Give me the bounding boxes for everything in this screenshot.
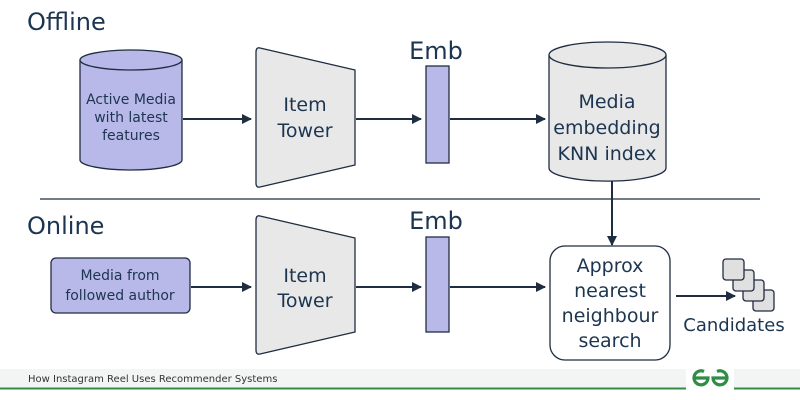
emb-label: Emb — [409, 37, 463, 65]
embedding-block — [425, 236, 450, 333]
followed-author-box: Media from followed author — [50, 257, 191, 314]
ann-search-box: Approx nearest neighbour search — [549, 245, 671, 361]
index-line: KNN index — [558, 143, 657, 165]
offline-title: Offline — [27, 8, 106, 36]
tower-label: Item — [283, 94, 326, 116]
search-line: neighbour — [562, 305, 659, 327]
active-media-cylinder: Active Media with latest features — [79, 49, 183, 171]
tower-label: Item — [283, 265, 326, 287]
item-tower-offline: Item Tower — [255, 47, 356, 188]
source-line: with latest — [94, 110, 168, 126]
source-line: features — [102, 128, 160, 144]
search-line: search — [578, 330, 641, 352]
source-line: followed author — [65, 288, 175, 304]
index-line: embedding — [553, 117, 660, 139]
item-tower-online: Item Tower — [255, 215, 356, 355]
search-line: Approx — [577, 255, 644, 277]
candidates-label: Candidates — [683, 315, 784, 336]
tower-label: Tower — [276, 120, 332, 142]
embedding-block — [425, 65, 450, 164]
footer-caption: How Instagram Reel Uses Recommender Syst… — [28, 374, 277, 385]
source-line: Media from — [80, 268, 159, 284]
search-line: nearest — [574, 280, 646, 302]
emb-label: Emb — [409, 207, 463, 235]
source-line: Active Media — [86, 92, 176, 108]
candidates-stack-icon — [722, 258, 775, 312]
footer-band — [0, 369, 800, 388]
online-title: Online — [27, 212, 104, 240]
knn-index-cylinder: Media embedding KNN index — [548, 41, 667, 182]
tower-label: Tower — [276, 290, 332, 312]
index-line: Media — [578, 91, 635, 113]
gfg-logo — [692, 369, 729, 387]
